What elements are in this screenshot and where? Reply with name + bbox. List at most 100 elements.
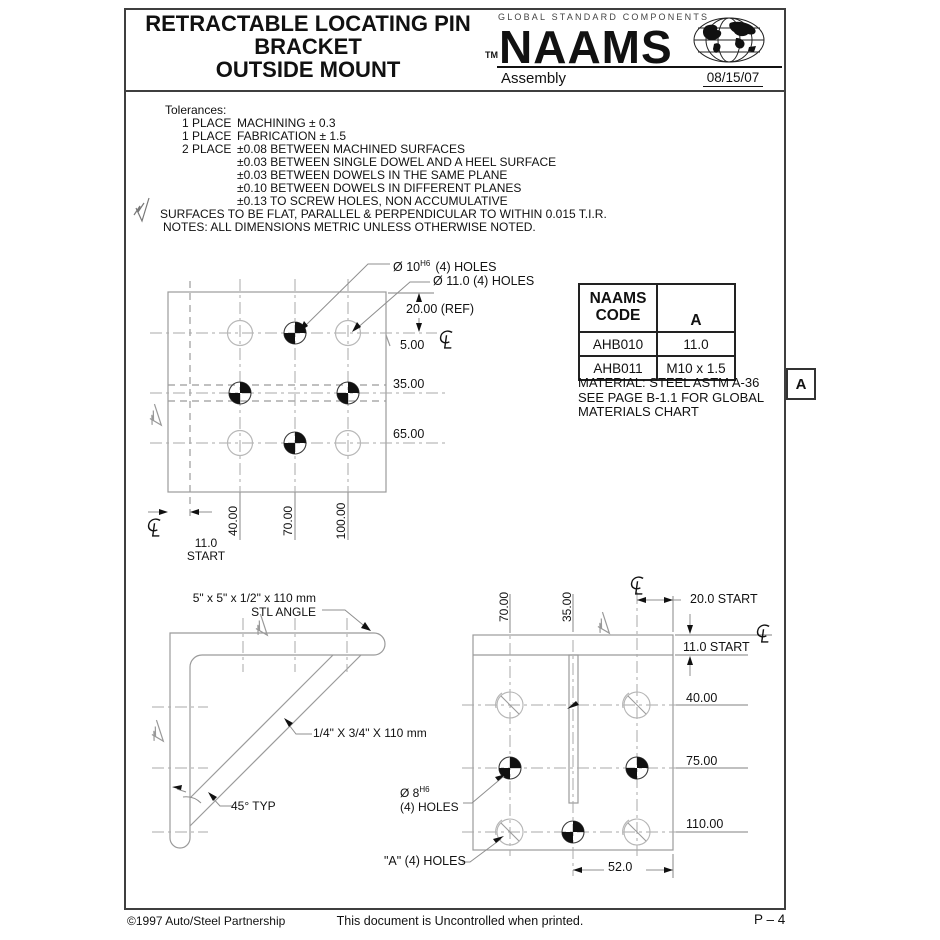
footer-notice: This document is Uncontrolled when print… bbox=[336, 914, 584, 928]
surface-note: SURFACES TO BE FLAT, PARALLEL & PERPENDI… bbox=[160, 207, 607, 221]
fit-class-superscript: H6 bbox=[420, 259, 431, 268]
page-title-line1: RETRACTABLE LOCATING PIN bbox=[145, 11, 471, 36]
start-word: START bbox=[186, 549, 226, 563]
material-line: SEE PAGE B-1.1 FOR GLOBAL bbox=[578, 389, 765, 405]
footer-page-number: P – 4 bbox=[754, 912, 786, 927]
side-view-leaders bbox=[172, 609, 371, 807]
tolerance-row: ±0.10 BETWEEN DOWELS IN DIFFERENT PLANES bbox=[182, 181, 521, 195]
page-title-line3: OUTSIDE MOUNT bbox=[215, 57, 401, 82]
dim-label-100: 100.00 bbox=[334, 502, 348, 540]
start-value: 11.0 bbox=[194, 536, 218, 550]
brand-name: NAAMS bbox=[499, 21, 673, 73]
surface-finish-icon bbox=[255, 613, 269, 637]
tolerance-text: MACHINING ± 0.3 bbox=[237, 116, 336, 130]
dim-label-11-start: 11.0 START bbox=[683, 640, 750, 654]
fit-class-superscript: H6 bbox=[419, 785, 430, 794]
table-cell-a: 11.0 bbox=[656, 331, 734, 355]
tolerance-label: 1 PLACE bbox=[182, 129, 232, 143]
page-title-line2: BRACKET bbox=[254, 34, 362, 59]
tolerance-text: ±0.03 BETWEEN SINGLE DOWEL AND A HEEL SU… bbox=[237, 155, 557, 169]
tolerance-text: ±0.13 TO SCREW HOLES, NON ACCUMULATIVE bbox=[237, 194, 508, 208]
tolerance-row: 1 PLACE MACHINING ± 0.3 bbox=[182, 116, 336, 130]
dim-label-75: 75.00 bbox=[686, 754, 718, 768]
spec-table: NAAMS CODE A AHB010 11.0 AHB011 M10 x 1.… bbox=[578, 283, 736, 381]
callout-angle-typ: 45° TYP bbox=[231, 799, 276, 813]
callout-clearance-holes: Ø 11.0 (4) HOLES bbox=[433, 274, 535, 288]
tolerances-heading: Tolerances: bbox=[165, 103, 227, 117]
side-view-linework bbox=[152, 618, 386, 849]
tolerance-text: ±0.10 BETWEEN DOWELS IN DIFFERENT PLANES bbox=[237, 181, 522, 195]
globe-icon bbox=[693, 17, 765, 63]
trademark-mark: TM bbox=[485, 50, 498, 60]
tolerance-text: ±0.08 BETWEEN MACHINED SURFACES bbox=[237, 142, 465, 156]
table-cell-code: AHB010 bbox=[580, 331, 656, 355]
tolerance-text: FABRICATION ± 1.5 bbox=[237, 129, 347, 143]
dim-label-110: 110.00 bbox=[686, 817, 724, 831]
front-view-dims bbox=[462, 597, 693, 873]
centerline-symbol bbox=[630, 576, 644, 595]
material-line: MATERIALS CHART bbox=[578, 404, 699, 419]
tolerance-row: 1 PLACE FABRICATION ± 1.5 bbox=[182, 129, 346, 143]
tolerance-row: ±0.13 TO SCREW HOLES, NON ACCUMULATIVE bbox=[182, 194, 508, 208]
start-dimension: 11.0 START bbox=[176, 537, 236, 563]
hatched-hole-icon bbox=[495, 691, 651, 846]
callout-text: Ø 10 bbox=[393, 260, 421, 275]
top-view-linework bbox=[150, 279, 445, 540]
dim-label-70: 70.00 bbox=[281, 505, 295, 537]
centerline-symbol bbox=[756, 624, 770, 643]
centerline-symbol bbox=[439, 330, 453, 349]
top-view-leaders bbox=[299, 263, 430, 332]
dim-label-65: 65.00 bbox=[393, 427, 425, 441]
subtitle: Assembly bbox=[501, 70, 567, 87]
header-divider bbox=[126, 10, 784, 92]
footer-copyright: ©1997 Auto/Steel Partnership bbox=[127, 914, 286, 928]
material-line: MATERIAL: STEEL ASTM A-36 bbox=[578, 375, 760, 390]
callout-a-holes: "A" (4) HOLES bbox=[384, 854, 466, 868]
datum-target-icon bbox=[498, 756, 649, 844]
tolerance-row: ±0.03 BETWEEN SINGLE DOWEL AND A HEEL SU… bbox=[182, 155, 556, 169]
callout-text: (4) HOLES bbox=[435, 260, 497, 275]
callout-text: (4) HOLES bbox=[400, 800, 459, 814]
zone-marker: A bbox=[786, 368, 816, 400]
callout-dowel-holes: Ø 10H6 (4) HOLES bbox=[393, 257, 496, 274]
table-header-code-line1: NAAMS bbox=[589, 290, 647, 307]
dim-label-70: 70.00 bbox=[497, 591, 511, 623]
page-title: RETRACTABLE LOCATING PIN BRACKET OUTSIDE… bbox=[130, 12, 486, 81]
tolerance-label: 1 PLACE bbox=[182, 116, 232, 130]
tolerance-label: 2 PLACE bbox=[182, 142, 232, 156]
clearance-hole-icon bbox=[226, 319, 362, 457]
table-cell-a: M10 x 1.5 bbox=[656, 355, 734, 379]
brand-underline bbox=[497, 66, 782, 68]
callout-gusset: 1/4" X 3/4" X 110 mm bbox=[313, 726, 427, 740]
angle-name: STL ANGLE bbox=[251, 605, 316, 619]
table-header-code: NAAMS CODE bbox=[580, 285, 656, 329]
tolerance-row: ±0.03 BETWEEN DOWELS IN THE SAME PLANE bbox=[182, 168, 507, 182]
tolerance-text: ±0.03 BETWEEN DOWELS IN THE SAME PLANE bbox=[237, 168, 508, 182]
table-header-code-line2: CODE bbox=[595, 307, 641, 324]
callout-text: Ø 8 bbox=[400, 786, 420, 800]
table-header-a: A bbox=[656, 285, 734, 331]
callout-dowel-holes: Ø 8H6 (4) HOLES bbox=[400, 783, 459, 814]
date: 08/15/07 bbox=[703, 70, 763, 87]
centerline-symbol bbox=[147, 518, 161, 537]
dim-label-20-start: 20.0 START bbox=[690, 592, 758, 606]
page-frame bbox=[124, 8, 786, 910]
dim-label-35: 35.00 bbox=[393, 377, 425, 391]
surface-finish-icon bbox=[133, 197, 150, 223]
material-note: MATERIAL: STEEL ASTM A-36 SEE PAGE B-1.1… bbox=[578, 375, 765, 420]
callout-steel-angle: 5" x 5" x 1/2" x 110 mm STL ANGLE bbox=[190, 591, 316, 619]
dim-label-20ref: 20.00 (REF) bbox=[406, 302, 475, 316]
table-cell-code: AHB011 bbox=[580, 355, 656, 379]
surface-finish-icon bbox=[597, 611, 611, 635]
top-view-dim-arrows bbox=[148, 293, 422, 515]
dim-label-52: 52.0 bbox=[608, 860, 633, 874]
surface-finish-icon bbox=[151, 719, 165, 743]
brand-tagline: GLOBAL STANDARD COMPONENTS bbox=[498, 12, 710, 22]
datum-target-icon bbox=[228, 321, 360, 455]
notes-line: NOTES: ALL DIMENSIONS METRIC UNLESS OTHE… bbox=[163, 220, 536, 234]
angle-spec: 5" x 5" x 1/2" x 110 mm bbox=[192, 591, 316, 605]
surface-finish-icon bbox=[149, 403, 163, 427]
tolerance-row: 2 PLACE ±0.08 BETWEEN MACHINED SURFACES bbox=[182, 142, 465, 156]
